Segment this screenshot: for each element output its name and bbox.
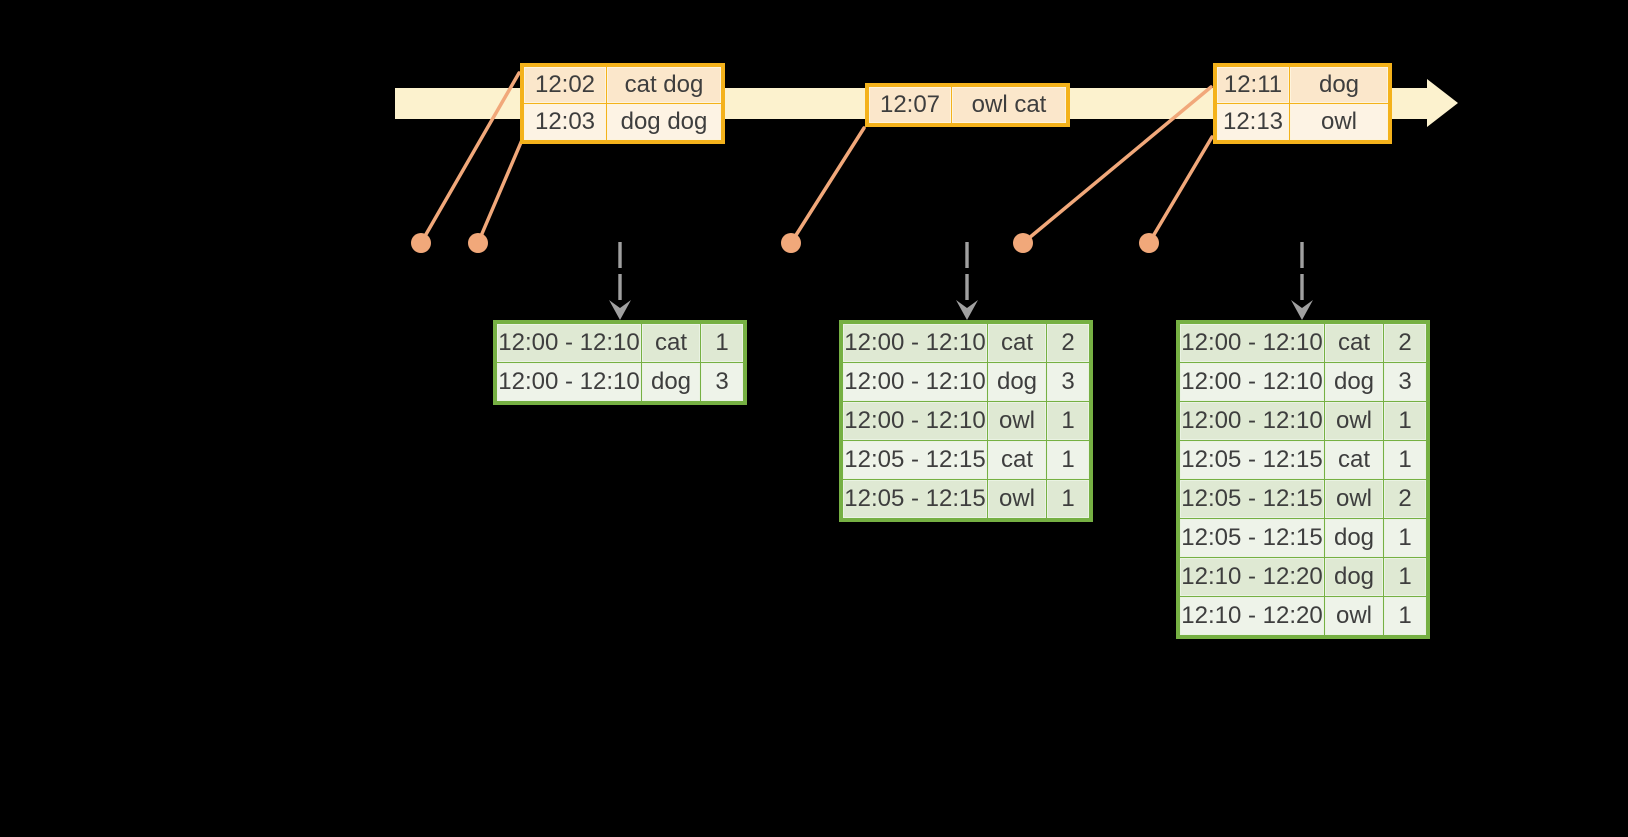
table-cell: 12:11 xyxy=(1218,68,1288,102)
table-cell: 12:05 - 12:15 xyxy=(1181,481,1323,517)
table-cell: dog xyxy=(643,364,699,400)
table-cell: 12:00 - 12:10 xyxy=(844,325,986,361)
table-cell: owl xyxy=(1326,481,1382,517)
table-cell: cat xyxy=(643,325,699,361)
table-cell: cat xyxy=(1326,325,1382,361)
table-cell: 12:05 - 12:15 xyxy=(844,481,986,517)
event-connector-line xyxy=(1147,135,1214,245)
table-cell: 3 xyxy=(1048,364,1088,400)
table-cell: 1 xyxy=(1048,403,1088,439)
event-connector-line xyxy=(476,138,524,245)
table-cell: dog dog xyxy=(608,105,720,139)
table-cell: 3 xyxy=(1385,364,1425,400)
table-cell: 12:00 - 12:10 xyxy=(1181,364,1323,400)
event-dot xyxy=(1139,233,1159,253)
table-cell: 1 xyxy=(1385,442,1425,478)
table-cell: 1 xyxy=(1385,559,1425,595)
table-cell: owl xyxy=(989,481,1045,517)
table-cell: 12:05 - 12:15 xyxy=(1181,520,1323,556)
event-dot xyxy=(1013,233,1033,253)
table-cell: cat xyxy=(989,325,1045,361)
event-dot xyxy=(468,233,488,253)
table-cell: 12:03 xyxy=(525,105,605,139)
table-cell: 12:07 xyxy=(870,88,950,122)
table-cell: 12:00 - 12:10 xyxy=(498,364,640,400)
trigger-arrowhead-icon xyxy=(1291,300,1313,320)
table-cell: 2 xyxy=(1385,481,1425,517)
table-cell: 12:10 - 12:20 xyxy=(1181,559,1323,595)
event-connector-line xyxy=(1021,85,1213,245)
table-cell: 1 xyxy=(1385,520,1425,556)
table-cell: dog xyxy=(1326,559,1382,595)
event-connector-line xyxy=(789,126,866,245)
table-cell: 12:00 - 12:10 xyxy=(1181,325,1323,361)
table-cell: 12:10 - 12:20 xyxy=(1181,598,1323,634)
table-cell: 1 xyxy=(1048,481,1088,517)
table-cell: 12:05 - 12:15 xyxy=(1181,442,1323,478)
table-cell: 12:02 xyxy=(525,68,605,102)
table-cell: dog xyxy=(1326,520,1382,556)
table-cell: owl xyxy=(1291,105,1387,139)
table-cell: owl xyxy=(1326,403,1382,439)
table-cell: 12:00 - 12:10 xyxy=(844,364,986,400)
table-cell: 1 xyxy=(1048,442,1088,478)
table-cell: cat xyxy=(989,442,1045,478)
table-cell: 1 xyxy=(702,325,742,361)
table-cell: dog xyxy=(1291,68,1387,102)
table-cell: 12:00 - 12:10 xyxy=(498,325,640,361)
table-cell: owl xyxy=(1326,598,1382,634)
table-cell: dog xyxy=(989,364,1045,400)
table-cell: 12:13 xyxy=(1218,105,1288,139)
table-cell: 1 xyxy=(1385,598,1425,634)
table-cell: cat dog xyxy=(608,68,720,102)
event-dot xyxy=(411,233,431,253)
table-cell: cat xyxy=(1326,442,1382,478)
trigger-arrowhead-icon xyxy=(609,300,631,320)
table-cell: 3 xyxy=(702,364,742,400)
event-connector-line xyxy=(419,71,521,245)
table-cell: 12:05 - 12:15 xyxy=(844,442,986,478)
table-cell: 1 xyxy=(1385,403,1425,439)
table-cell: 2 xyxy=(1048,325,1088,361)
table-cell: owl cat xyxy=(953,88,1065,122)
table-cell: owl xyxy=(989,403,1045,439)
table-cell: 12:00 - 12:10 xyxy=(1181,403,1323,439)
event-dot xyxy=(781,233,801,253)
table-cell: 12:00 - 12:10 xyxy=(844,403,986,439)
table-cell: dog xyxy=(1326,364,1382,400)
table-cell: 2 xyxy=(1385,325,1425,361)
timeline-arrowhead-icon xyxy=(1427,79,1458,127)
trigger-arrowhead-icon xyxy=(956,300,978,320)
